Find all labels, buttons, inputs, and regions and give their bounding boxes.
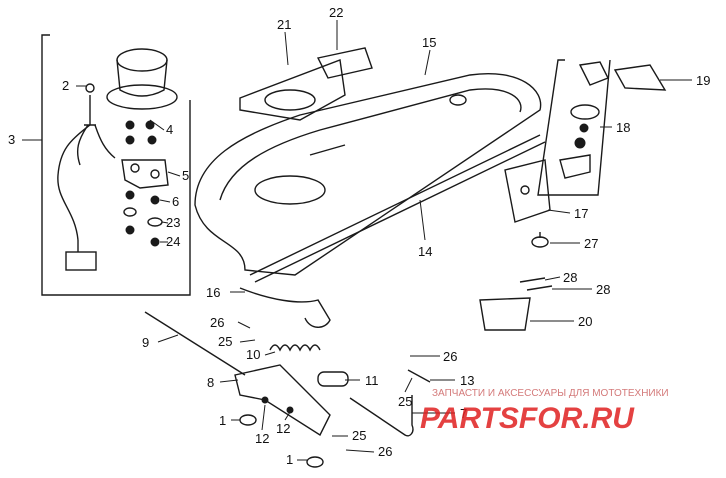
bracket-3	[41, 34, 191, 296]
latch	[504, 159, 551, 223]
bracket-18	[537, 59, 667, 196]
spring	[269, 344, 321, 352]
callout-26-b: 26	[378, 444, 392, 459]
callout-5: 5	[182, 168, 189, 183]
callout-20: 20	[578, 314, 592, 329]
roller	[317, 371, 349, 387]
callout-25-a: 25	[218, 334, 232, 349]
callout-10: 10	[246, 347, 260, 362]
callout-labels: 2 3 4 5 6 23 24 21 22 15 14 16 9 26 25 1…	[8, 5, 710, 467]
hinge-bracket	[239, 287, 331, 328]
callout-28-a: 28	[563, 270, 577, 285]
tank-cover	[194, 73, 546, 283]
callout-7: 7	[460, 406, 467, 421]
rod	[144, 311, 246, 376]
lock-plate	[234, 364, 331, 437]
callout-3: 3	[8, 132, 15, 147]
bolt-27	[531, 232, 549, 248]
callout-11: 11	[365, 373, 379, 388]
callout-8: 8	[207, 375, 214, 390]
callout-26-c: 26	[443, 349, 457, 364]
callout-16: 16	[206, 285, 220, 300]
callout-1-b: 1	[286, 452, 293, 467]
callout-21: 21	[277, 17, 291, 32]
callout-25-c: 25	[398, 394, 412, 409]
callout-28-b: 28	[596, 282, 610, 297]
callout-9: 9	[142, 335, 149, 350]
callout-1-a: 1	[219, 413, 226, 428]
callout-4: 4	[166, 122, 173, 137]
callout-17: 17	[574, 206, 588, 221]
cover-pad	[239, 47, 373, 121]
callout-18: 18	[616, 120, 630, 135]
callout-6: 6	[172, 194, 179, 209]
watermark: ЗАПЧАСТИ И АКСЕССУАРЫ ДЛЯ МОТОТЕХНИКИ PA…	[420, 388, 669, 435]
callout-2: 2	[62, 78, 69, 93]
callout-22: 22	[329, 5, 343, 20]
watermark-subtitle: ЗАПЧАСТИ И АКСЕССУАРЫ ДЛЯ МОТОТЕХНИКИ	[432, 388, 669, 399]
callout-13: 13	[460, 373, 474, 388]
leader-lines	[22, 20, 692, 461]
side-bracket	[479, 277, 553, 331]
mount-plate	[121, 159, 169, 247]
gauge-assembly	[57, 48, 178, 271]
callout-12-b: 12	[276, 421, 290, 436]
callout-12-a: 12	[255, 431, 269, 446]
callout-26-a: 26	[210, 315, 224, 330]
callout-25-b: 25	[352, 428, 366, 443]
callout-19: 19	[696, 73, 710, 88]
callout-27: 27	[584, 236, 598, 251]
callout-24: 24	[166, 234, 180, 249]
callout-14: 14	[418, 244, 432, 259]
watermark-brand: PARTSFOR.RU	[420, 402, 635, 435]
callout-15: 15	[422, 35, 436, 50]
callout-23: 23	[166, 215, 180, 230]
release-cable	[349, 369, 431, 437]
